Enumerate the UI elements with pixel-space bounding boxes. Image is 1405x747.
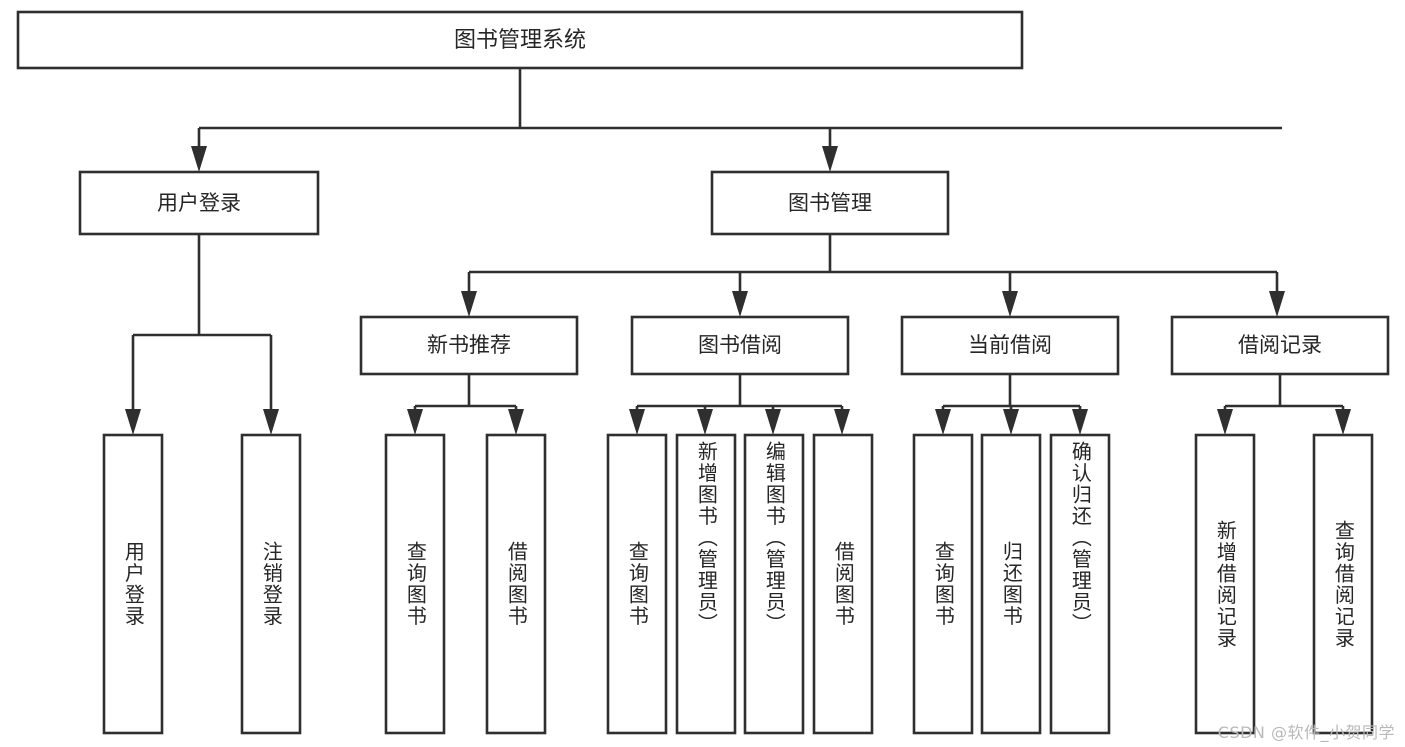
node-user-login-label: 用户登录 bbox=[157, 191, 241, 215]
leaf-box-currentborrow-3[interactable] bbox=[1049, 433, 1111, 735]
node-root-label: 图书管理系统 bbox=[454, 28, 586, 53]
arrowhead-leaf-currentborrow-1 bbox=[935, 409, 951, 435]
leaf-box-bookborrow-3[interactable] bbox=[743, 433, 805, 735]
arrowhead-leaf-bookborrow-3 bbox=[765, 409, 781, 435]
arrowhead-leaf-borrowrecord-2 bbox=[1335, 409, 1351, 435]
node-borrow-record[interactable]: 借阅记录 bbox=[1170, 315, 1390, 376]
arrowhead-leaf-bookborrow-2 bbox=[697, 409, 713, 435]
node-borrow-record-label: 借阅记录 bbox=[1238, 333, 1322, 357]
connector-root-to-level2 bbox=[191, 68, 1282, 172]
connector-current-borrow-to-leaves bbox=[935, 374, 1088, 435]
connector-user-login-to-leaves bbox=[125, 234, 279, 435]
arrowhead-book-borrow bbox=[732, 291, 748, 317]
node-new-book-recommend-label: 新书推荐 bbox=[427, 333, 511, 357]
node-book-manage[interactable]: 图书管理 bbox=[710, 170, 950, 236]
leaf-box-currentborrow-2[interactable] bbox=[980, 433, 1042, 735]
arrowhead-leaf-bookborrow-1 bbox=[629, 409, 645, 435]
arrowhead-current-borrow bbox=[1002, 291, 1018, 317]
arrowhead-leaf-user-login-1 bbox=[125, 409, 141, 435]
leaf-box-bookborrow-2[interactable] bbox=[675, 433, 737, 735]
node-root-box bbox=[16, 10, 1024, 70]
leaf-box-currentborrow-1[interactable] bbox=[912, 433, 974, 735]
arrowhead-leaf-user-login-2 bbox=[263, 409, 279, 435]
leaf-box-bookborrow-1[interactable] bbox=[606, 433, 668, 735]
arrowhead-leaf-newbook-2 bbox=[508, 409, 524, 435]
node-book-borrow[interactable]: 图书借阅 bbox=[630, 315, 850, 376]
arrowhead-leaf-borrowrecord-1 bbox=[1217, 409, 1233, 435]
node-new-book-recommend[interactable]: 新书推荐 bbox=[359, 315, 579, 376]
arrowhead-user-login bbox=[191, 146, 207, 172]
node-user-login[interactable]: 用户登录 bbox=[78, 170, 320, 236]
leaf-box-newbook-2[interactable] bbox=[485, 433, 547, 735]
leaf-box-borrowrecord-2[interactable] bbox=[1312, 433, 1374, 735]
node-new-book-recommend-box bbox=[359, 315, 579, 376]
arrowhead-book-manage bbox=[822, 146, 838, 172]
connector-new-book-to-leaves bbox=[407, 374, 524, 435]
arrowhead-leaf-currentborrow-2 bbox=[1003, 409, 1019, 435]
arrowhead-borrow-record bbox=[1269, 291, 1285, 317]
leaf-box-borrowrecord-1[interactable] bbox=[1194, 433, 1256, 735]
arrowhead-leaf-bookborrow-4 bbox=[834, 409, 850, 435]
leaf-box-bookborrow-4[interactable] bbox=[812, 433, 874, 735]
node-root[interactable]: 图书管理系统 bbox=[16, 10, 1024, 70]
connector-book-borrow-to-leaves bbox=[629, 374, 850, 435]
arrowhead-leaf-newbook-1 bbox=[407, 409, 423, 435]
node-current-borrow-box bbox=[900, 315, 1120, 376]
node-current-borrow-label: 当前借阅 bbox=[968, 333, 1052, 357]
node-user-login-box bbox=[78, 170, 320, 236]
arrowhead-new-book bbox=[461, 291, 477, 317]
leaf-box-user-login-1[interactable] bbox=[102, 433, 164, 735]
node-book-manage-label: 图书管理 bbox=[788, 191, 872, 215]
leaf-box-newbook-1[interactable] bbox=[384, 433, 446, 735]
node-current-borrow[interactable]: 当前借阅 bbox=[900, 315, 1120, 376]
leaf-box-user-login-2[interactable] bbox=[240, 433, 302, 735]
connector-book-manage-to-level3 bbox=[461, 234, 1285, 317]
connector-borrow-record-to-leaves bbox=[1217, 374, 1351, 435]
csdn-watermark: CSDN @软件_小贺同学 bbox=[1217, 723, 1395, 742]
node-book-borrow-label: 图书借阅 bbox=[698, 333, 782, 357]
arrowhead-leaf-currentborrow-3 bbox=[1072, 409, 1088, 435]
